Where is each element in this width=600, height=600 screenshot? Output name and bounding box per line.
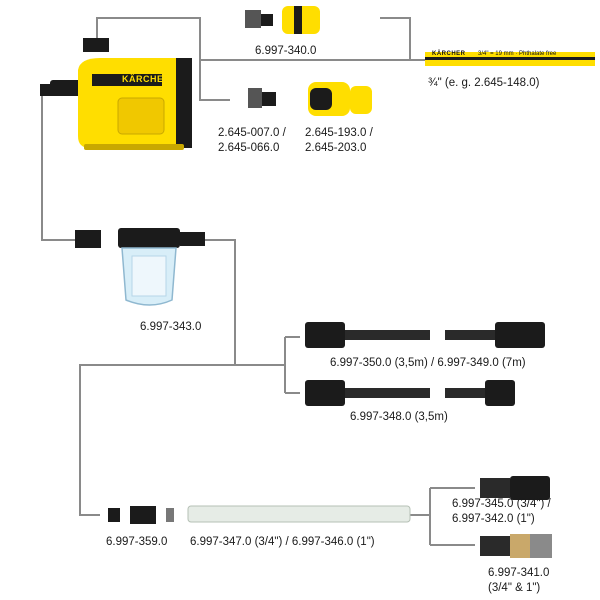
suction-hose-roll — [187, 505, 411, 523]
suction-filter-label: 6.997-345.0 (3/4") / 6.997-342.0 (1") — [452, 497, 551, 527]
hose-spec-print: 3/4" = 19 mm · Phthalate free — [478, 51, 557, 57]
return-valve-label: 6.997-341.0 (3/4" & 1") — [488, 566, 549, 596]
hose-connector — [308, 82, 372, 116]
suction-filter-label-line1: 6.997-345.0 (3/4") / — [452, 498, 551, 510]
suction-hose-short-label: 6.997-348.0 (3,5m) — [350, 411, 448, 423]
pump-connector-set — [108, 506, 174, 524]
return-valve-label-line1: 6.997-341.0 — [488, 567, 550, 579]
suction-filter-label-line2: 6.997-342.0 (1") — [452, 513, 535, 525]
adapter-label: 2.645-007.0 / 2.645-066.0 — [218, 126, 286, 156]
thread-adapter — [248, 88, 276, 108]
connector-lines — [41, 17, 475, 546]
suction-filter — [480, 476, 550, 500]
suction-hose-long-label: 6.997-350.0 (3,5m) / 6.997-349.0 (7m) — [330, 357, 526, 369]
quick-connector-label: 6.997-340.0 — [255, 45, 317, 57]
hose-connector-label: 2.645-193.0 / 2.645-203.0 — [305, 126, 373, 156]
pump-connector-label: 6.997-359.0 — [106, 536, 168, 548]
pump-brand-logo: KÄRCHER — [122, 74, 171, 84]
quick-connector-set — [245, 6, 320, 34]
hose-connector-label-line1: 2.645-193.0 / — [305, 127, 373, 139]
suction-hose-short — [305, 380, 515, 406]
garden-pump — [40, 38, 192, 150]
garden-hose-label: ¾" (e. g. 2.645-148.0) — [428, 77, 540, 89]
garden-hose — [425, 52, 595, 66]
hose-brand-print: KÄRCHER — [432, 51, 466, 57]
suction-hose-long — [305, 322, 545, 348]
adapter-label-line2: 2.645-066.0 — [218, 142, 280, 154]
prefilter — [75, 228, 205, 306]
adapter-label-line1: 2.645-007.0 / — [218, 127, 286, 139]
return-valve-label-line2: (3/4" & 1") — [488, 582, 541, 594]
suction-hose-roll-label: 6.997-347.0 (3/4") / 6.997-346.0 (1") — [190, 536, 375, 548]
return-valve — [480, 534, 552, 558]
hose-connector-label-line2: 2.645-203.0 — [305, 142, 367, 154]
prefilter-label: 6.997-343.0 — [140, 321, 202, 333]
